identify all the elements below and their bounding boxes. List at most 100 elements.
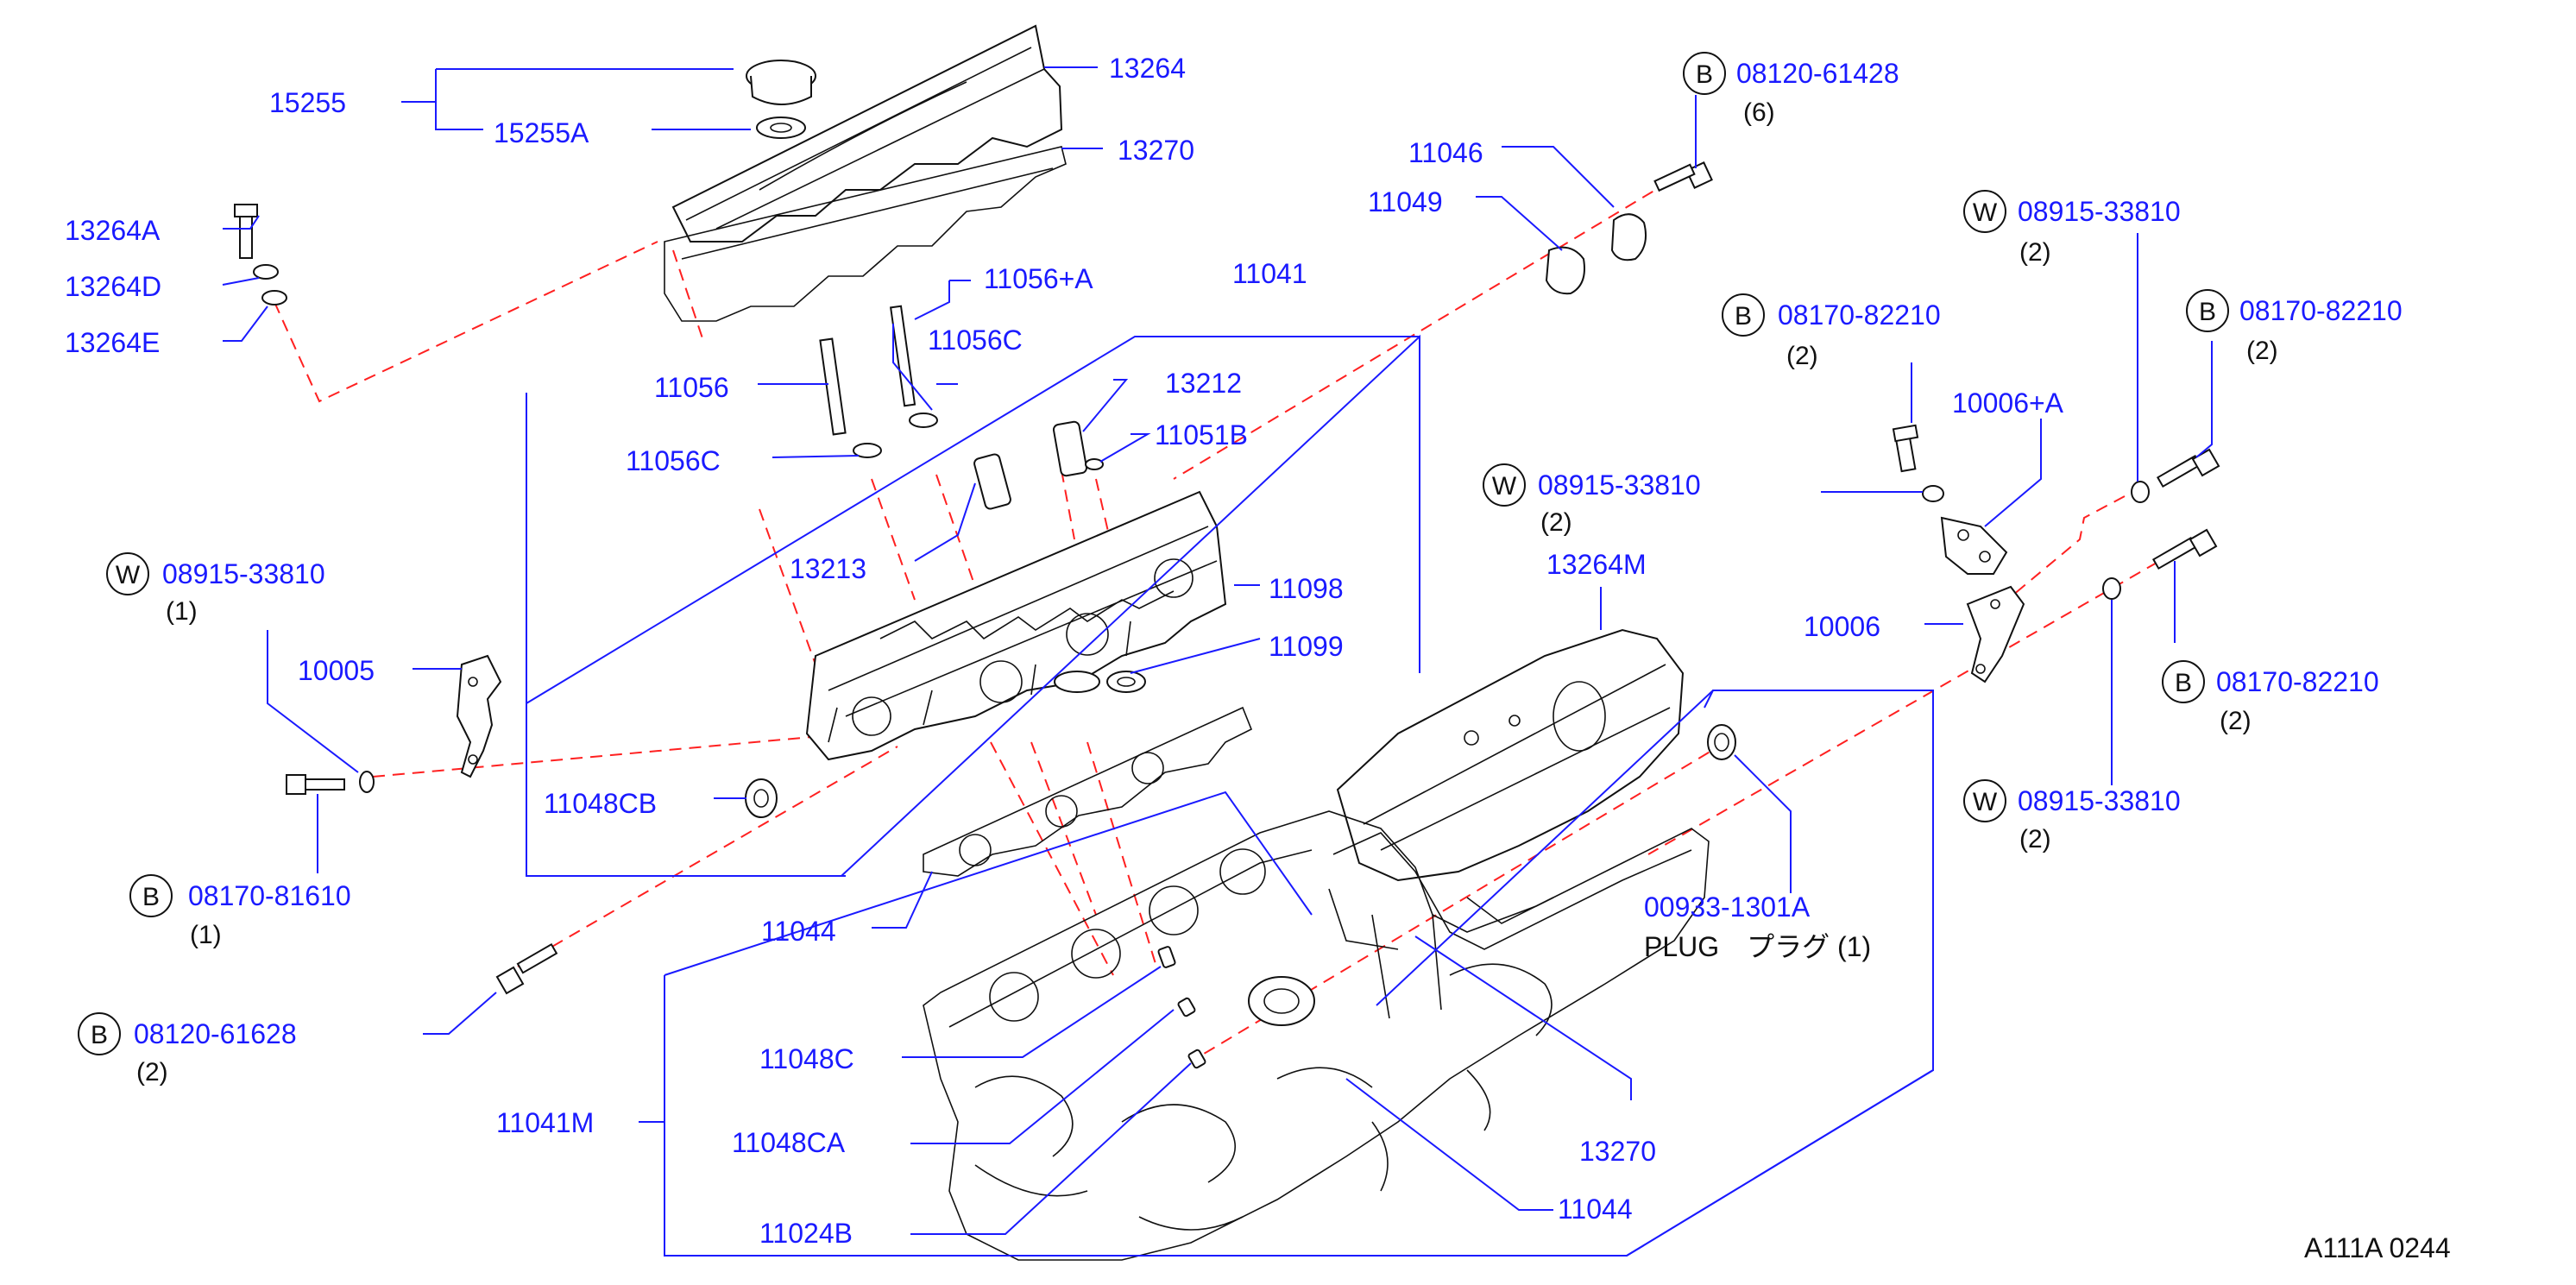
svg-text:(1): (1)	[166, 597, 198, 626]
label-11024b: 11024B	[759, 1218, 853, 1249]
oil-seals-11098-11099	[1054, 671, 1146, 693]
cap-11048cb	[745, 778, 778, 818]
cam-plugs	[973, 420, 1104, 510]
label-15255: 15255	[269, 87, 346, 118]
callout-w-08915-33810-a: W 08915-33810 (2)	[1963, 190, 2181, 267]
svg-text:(2): (2)	[136, 1058, 168, 1087]
callout-b-08170-82210-a: B 08170-82210 (2)	[1722, 293, 1941, 370]
figure-code: A111A 0244	[2304, 1232, 2451, 1263]
svg-text:08120-61428: 08120-61428	[1736, 58, 1899, 89]
callout-b-08170-82210-b: B 08170-82210 (2)	[2186, 289, 2403, 365]
svg-text:08915-33810: 08915-33810	[2018, 785, 2181, 816]
cylinder-head-11041	[805, 490, 1227, 761]
label-11056: 11056	[654, 372, 729, 403]
svg-text:W: W	[1492, 472, 1517, 501]
svg-text:08170-82210: 08170-82210	[2216, 666, 2379, 697]
oil-filler-cap-15255	[746, 60, 816, 139]
label-13264e: 13264E	[65, 327, 160, 358]
plug-label: PLUG プラグ (1)	[1644, 931, 1871, 962]
label-11099: 11099	[1269, 631, 1344, 662]
svg-text:(2): (2)	[2220, 707, 2252, 735]
label-13270-top: 13270	[1118, 135, 1194, 166]
svg-text:08170-82210: 08170-82210	[1778, 299, 1941, 331]
callout-b-08120-61628: B 08120-61628 (2)	[78, 1012, 297, 1087]
head-gasket-11044-right	[1332, 832, 1692, 950]
cylinder-block-11041m	[923, 810, 1710, 1261]
head-gasket-11044-left	[923, 706, 1253, 877]
label-15255a: 15255A	[494, 117, 589, 148]
label-13264a: 13264A	[65, 215, 161, 246]
bolts-08170-82210-right	[2151, 448, 2220, 570]
bracket-10006-part	[1966, 585, 2025, 683]
svg-text:B: B	[142, 883, 160, 911]
label-11046: 11046	[1408, 137, 1483, 168]
rocker-cover-13264	[671, 24, 1063, 243]
svg-text:W: W	[116, 561, 141, 589]
label-13264m: 13264M	[1546, 549, 1647, 580]
svg-text:08915-33810: 08915-33810	[162, 558, 325, 589]
svg-text:B: B	[91, 1021, 108, 1049]
svg-text:(6): (6)	[1743, 98, 1775, 127]
label-11056c-upper: 11056C	[928, 324, 1023, 356]
plug-00933-1301a-part	[1707, 724, 1736, 760]
bolt-08170-81610-part	[286, 771, 375, 795]
label-11056a: 11056+A	[984, 263, 1093, 294]
label-13212: 13212	[1165, 368, 1242, 399]
rocker-cover-gasket-13270	[664, 146, 1067, 322]
label-11041: 11041	[1232, 258, 1307, 289]
callout-w-08915-33810-b: W 08915-33810 (2)	[1483, 463, 1701, 537]
part-number-labels: 15255 15255A 13264 13270 13264A 13264D 1…	[65, 53, 2064, 1249]
bolt-08120-61428-part	[1653, 161, 1713, 192]
label-11056c-lower: 11056C	[626, 445, 721, 476]
svg-text:B: B	[2199, 298, 2216, 326]
assembly-guide-lines	[274, 180, 2176, 1062]
label-11049: 11049	[1368, 186, 1443, 217]
bracket-10006a-part	[1892, 424, 2008, 575]
label-13270-bottom: 13270	[1579, 1136, 1656, 1167]
svg-text:W: W	[1973, 198, 1998, 227]
label-13264: 13264	[1109, 53, 1186, 84]
svg-text:B: B	[1696, 60, 1713, 89]
callout-b-08120-61428: B 08120-61428 (6)	[1683, 52, 1899, 127]
svg-text:(2): (2)	[1540, 508, 1572, 537]
valve-guides	[819, 305, 938, 458]
svg-text:08915-33810: 08915-33810	[1538, 469, 1701, 501]
label-11098: 11098	[1269, 573, 1344, 604]
group-frames	[526, 336, 1934, 1257]
plugs-11046-11049	[1545, 213, 1647, 295]
svg-text:(2): (2)	[2019, 238, 2051, 267]
label-13264d: 13264D	[65, 271, 161, 302]
label-11048cb: 11048CB	[544, 788, 657, 819]
label-10006: 10006	[1804, 611, 1880, 642]
rocker-cover-bolt-set	[234, 204, 287, 306]
svg-text:08120-61628: 08120-61628	[134, 1018, 297, 1049]
callout-w-08915-33810-d: W 08915-33810 (2)	[1963, 779, 2181, 854]
svg-text:W: W	[1973, 788, 1998, 816]
label-11051b: 11051B	[1155, 419, 1248, 450]
label-10005: 10005	[298, 655, 375, 686]
svg-text:08170-81610: 08170-81610	[188, 880, 351, 911]
callout-w-08915-33810-c: W 08915-33810 (1)	[106, 552, 325, 626]
bolt-08120-61628-part	[495, 942, 558, 995]
dowel-pins	[1157, 946, 1206, 1069]
svg-text:(2): (2)	[2019, 825, 2051, 854]
callout-b-08170-82210-c: B 08170-82210 (2)	[2162, 660, 2379, 735]
svg-text:(2): (2)	[2246, 337, 2278, 365]
callout-b-08170-81610: B 08170-81610 (1)	[129, 874, 351, 949]
label-11044-right: 11044	[1558, 1194, 1633, 1225]
label-10006a: 10006+A	[1952, 387, 2064, 419]
washers-right	[2102, 481, 2150, 600]
label-00933-1301a: 00933-1301A	[1644, 891, 1811, 923]
svg-text:(1): (1)	[190, 921, 222, 949]
svg-text:08170-82210: 08170-82210	[2239, 295, 2403, 326]
rocker-cover-13264m	[1336, 628, 1685, 882]
label-11044-left: 11044	[761, 916, 836, 947]
leader-lines	[222, 66, 2213, 1257]
svg-text:B: B	[2175, 669, 2192, 697]
label-11048c: 11048C	[759, 1043, 854, 1074]
label-11041m: 11041M	[496, 1107, 594, 1138]
svg-text:08915-33810: 08915-33810	[2018, 196, 2181, 227]
svg-text:B: B	[1735, 302, 1752, 331]
